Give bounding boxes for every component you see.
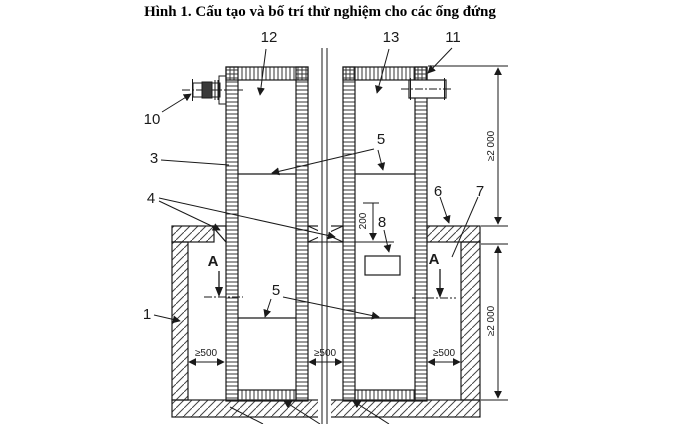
- right-shaft-wall-right: [414, 66, 428, 402]
- label-5-upper: 5: [377, 131, 385, 148]
- dim-500-left: ≥500: [195, 348, 218, 359]
- right-shaft-bottom-band: [354, 389, 416, 402]
- leader-lines: [153, 47, 479, 424]
- leader-3: [160, 159, 230, 166]
- part-number-labels: 1 3 4 5 5 6 7 8 10 11 12 13: [143, 29, 484, 323]
- pit-wall-right: [460, 241, 481, 401]
- figure-title: Hình 1. Cấu tạo và bố trí thử nghiệm cho…: [144, 4, 496, 20]
- dim-500-middle: ≥500: [314, 348, 337, 359]
- valve-assembly: [182, 75, 243, 105]
- leader-4-middle: [158, 197, 336, 240]
- pit-slab-left: [171, 225, 215, 243]
- label-6: 6: [434, 183, 442, 200]
- leader-1: [153, 314, 181, 324]
- leader-bottom-right: [352, 400, 390, 424]
- right-test-shaft: [342, 66, 428, 402]
- label-3: 3: [150, 150, 158, 167]
- right-shaft-wall-left: [342, 66, 356, 402]
- left-shaft-wall-right: [295, 66, 309, 402]
- leader-8: [383, 229, 392, 253]
- leader-5-lower-right: [282, 296, 380, 320]
- leader-5-upper-right: [377, 149, 386, 171]
- label-11: 11: [445, 29, 461, 46]
- left-shaft-bottom-band: [237, 389, 297, 402]
- label-12: 12: [261, 29, 278, 46]
- label-4: 4: [147, 190, 155, 207]
- right-shaft-top-band: [342, 66, 428, 81]
- leader-11: [427, 47, 453, 74]
- leader-bottom-left: [283, 400, 321, 424]
- label-7: 7: [476, 183, 484, 200]
- label-10: 10: [144, 111, 161, 128]
- leader-12: [256, 48, 267, 96]
- leader-5-lower-left: [263, 298, 272, 318]
- leader-10: [161, 93, 192, 113]
- left-shaft-wall-left: [225, 66, 239, 402]
- dim-2000-upper: ≥2 000: [486, 130, 497, 161]
- leader-7: [451, 196, 479, 258]
- leader-4-left: [158, 200, 221, 231]
- label-5-lower: 5: [272, 282, 280, 299]
- section-a-right: A: [429, 251, 440, 268]
- section-marker-left: A: [204, 253, 243, 298]
- label-1: 1: [143, 306, 151, 323]
- dim-200: 200: [358, 212, 369, 229]
- leader-6: [439, 196, 451, 224]
- specimen-box: [364, 255, 401, 276]
- label-8: 8: [378, 214, 386, 231]
- leader-13: [375, 48, 390, 94]
- section-a-left: A: [208, 253, 219, 270]
- leader-5-upper-left: [271, 148, 375, 176]
- left-test-shaft: [225, 66, 309, 402]
- label-13: 13: [383, 29, 400, 46]
- dim-500-right: ≥500: [433, 348, 456, 359]
- pit-slab-right: [426, 225, 481, 243]
- dimension-group: ≥500 ≥500 ≥500 ≥2 000 ≥2 000 200: [188, 65, 508, 401]
- leader-bottom-floor: [229, 406, 264, 424]
- section-marker-right: A: [412, 251, 456, 299]
- inlet-stub: [401, 78, 453, 100]
- dim-2000-lower: ≥2 000: [486, 305, 497, 336]
